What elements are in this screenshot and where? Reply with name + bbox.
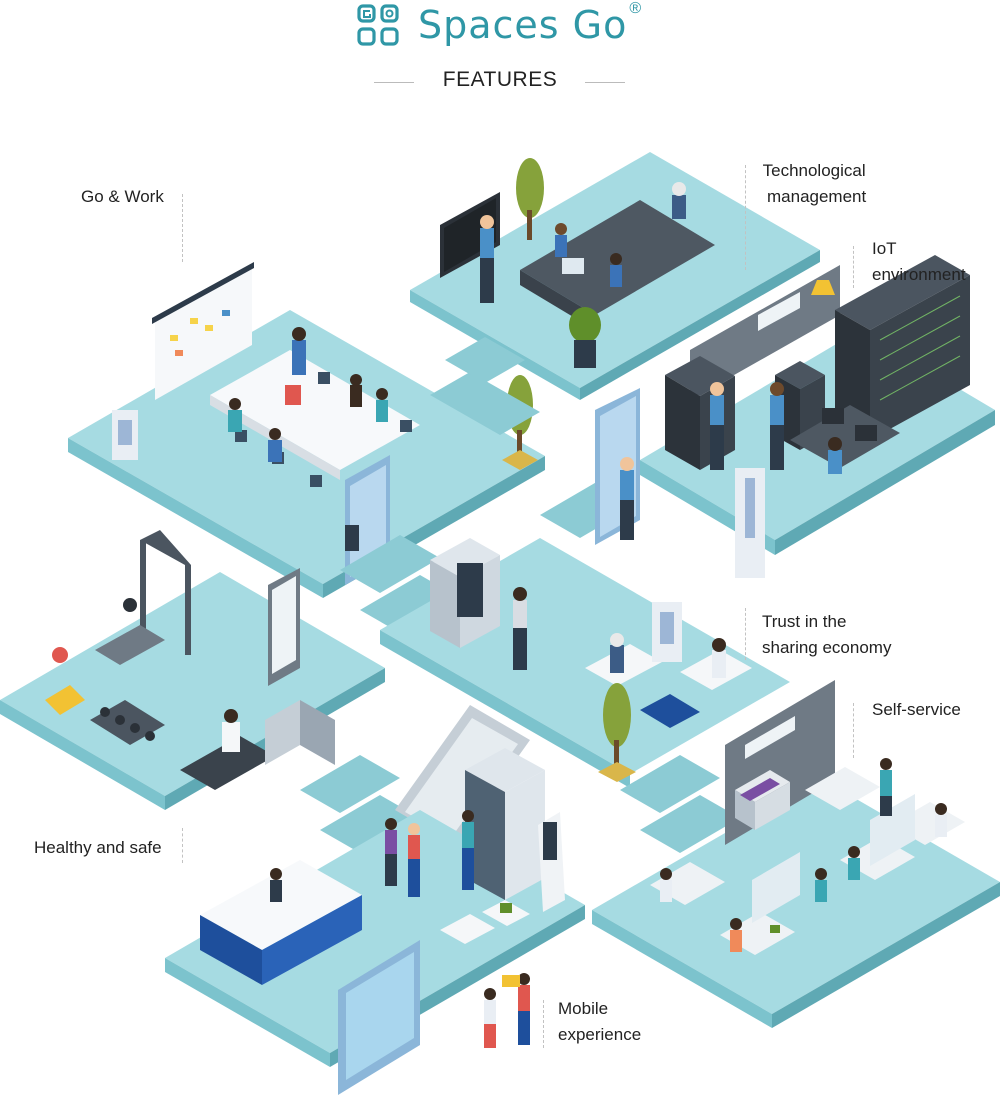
leader-tech <box>745 165 746 270</box>
gym-floor <box>0 530 385 810</box>
label-go-work: Go & Work <box>81 187 164 206</box>
section-title: FEATURES <box>442 68 558 91</box>
go-grid-logo-icon <box>357 4 399 46</box>
leader-healthy <box>182 828 183 863</box>
escalator <box>395 705 530 845</box>
iot-server-floor <box>640 255 995 578</box>
title-rule-right <box>585 82 625 83</box>
tech-management-floor <box>410 152 820 400</box>
label-technological-management: Technological management <box>762 161 867 206</box>
lobby-floor <box>165 748 585 1095</box>
brand-name: Spaces Go <box>418 3 628 47</box>
leader-iot <box>853 246 854 288</box>
label-iot-environment: IoT environment <box>872 239 966 284</box>
label-self-service: Self-service <box>872 700 961 719</box>
lounge-floor <box>380 388 790 788</box>
label-trust-sharing-economy: Trust in the sharing economy <box>762 612 892 657</box>
label-mobile-experience: Mobile experience <box>558 999 642 1044</box>
leader-self-service <box>853 703 854 758</box>
brand-header: Spaces Go® <box>356 0 641 50</box>
leader-mobile <box>543 1000 544 1048</box>
leader-go-work <box>182 194 183 262</box>
leader-trust <box>745 608 746 660</box>
self-service-floor <box>592 680 1000 1028</box>
registered-mark: ® <box>629 0 642 17</box>
label-healthy-safe: Healthy and safe <box>34 838 162 857</box>
lower-stairs <box>300 755 740 853</box>
title-rule-left <box>374 82 414 83</box>
